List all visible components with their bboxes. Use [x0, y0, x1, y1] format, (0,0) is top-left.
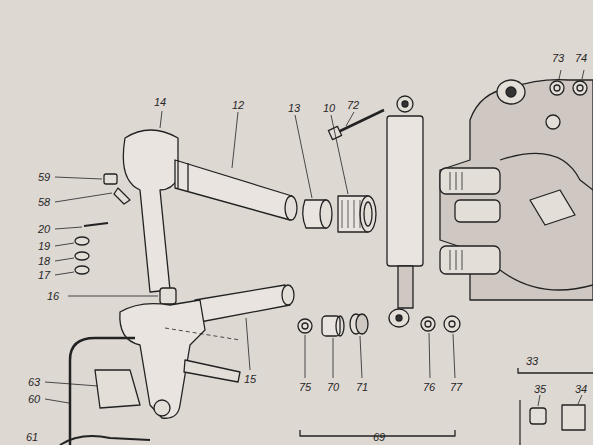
callout-number: 19 [37, 240, 51, 252]
callout-number: 15 [243, 373, 257, 385]
callout-number: 12 [231, 99, 245, 111]
callout-number: 63 [27, 376, 41, 388]
callout-number: 33 [525, 355, 539, 367]
callout-number: 17 [37, 269, 51, 281]
callout-number: 73 [551, 52, 565, 64]
callout-number: 58 [37, 196, 51, 208]
callout-number: 75 [298, 381, 312, 393]
callout-number: 13 [287, 102, 301, 114]
callout-number: 70 [326, 381, 340, 393]
callout-number: 18 [37, 255, 51, 267]
callout-number: 20 [37, 223, 51, 235]
callout-number: 60 [27, 393, 41, 405]
callout-number: 61 [25, 431, 39, 443]
callout-number: 16 [46, 290, 60, 302]
callout-number: 71 [355, 381, 369, 393]
callout-number: 10 [322, 102, 336, 114]
callout-number: 77 [449, 381, 463, 393]
callout-number: 59 [37, 171, 51, 183]
callout-number: 35 [533, 383, 547, 395]
callout-number: 69 [372, 431, 386, 443]
callout-number: 76 [422, 381, 436, 393]
callout-number: 74 [574, 52, 588, 64]
callout-number: 14 [153, 96, 167, 108]
callout-number: 72 [346, 99, 360, 111]
callout-number: 34 [574, 383, 588, 395]
axle-housing [440, 80, 593, 300]
